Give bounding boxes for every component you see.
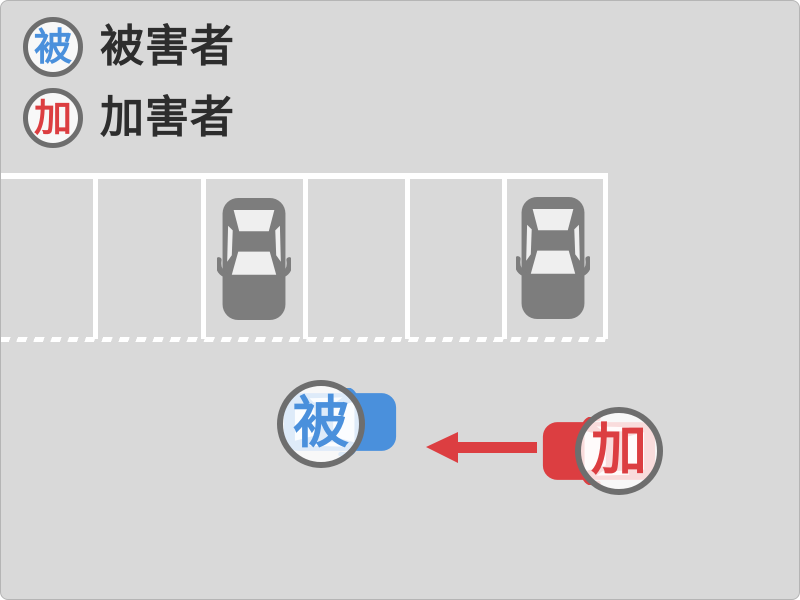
- parking-line-vertical: [201, 179, 206, 339]
- parking-line-top: [1, 173, 608, 179]
- victim-badge-icon: 被: [23, 17, 83, 77]
- perpetrator-label: 加害者: [100, 92, 235, 143]
- legend-item-victim: 被 被害者: [23, 17, 235, 77]
- victim-badge: 被: [277, 380, 365, 468]
- perpetrator-badge: 加: [575, 407, 663, 495]
- parking-line-dashed: [1, 337, 608, 342]
- parked-car-icon: [217, 192, 291, 326]
- parking-line-vertical: [405, 179, 410, 339]
- perpetrator-badge-icon: 加: [23, 88, 83, 148]
- parking-line-vertical: [93, 179, 98, 339]
- parking-line-vertical: [502, 179, 507, 339]
- parked-car-icon: [516, 191, 590, 325]
- legend: 被 被害者 加 加害者: [23, 17, 235, 148]
- parking-line-vertical: [303, 179, 308, 339]
- legend-item-perpetrator: 加 加害者: [23, 88, 235, 148]
- parking-line-vertical: [603, 179, 608, 339]
- collision-arrow-icon: [426, 432, 537, 463]
- victim-label: 被害者: [100, 21, 235, 72]
